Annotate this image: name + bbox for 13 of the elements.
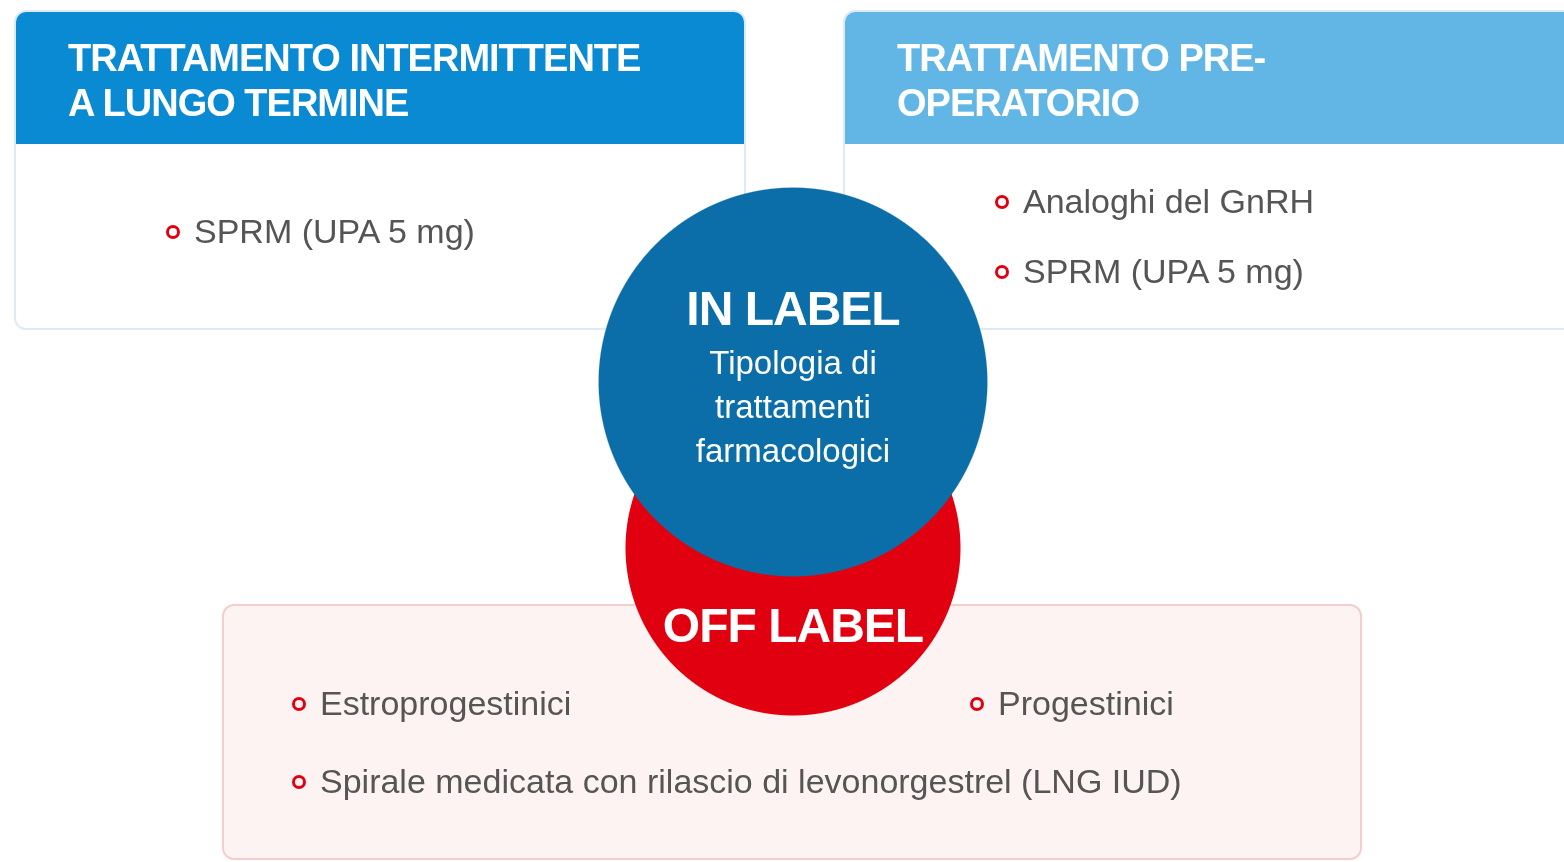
circle-title: OFF LABEL — [662, 598, 924, 654]
category-card — [14, 10, 746, 330]
list-item: SPRM (UPA 5 mg) — [1023, 252, 1304, 291]
list-item: Progestinici — [998, 684, 1174, 723]
list-item: SPRM (UPA 5 mg) — [194, 212, 475, 251]
card-title: TRATTAMENTO PRE-OPERATORIO — [897, 36, 1267, 126]
list-item: Spirale medicata con rilascio di levonorgestrel (LNG IUD) — [320, 762, 1182, 801]
list-item: Estroprogestinici — [320, 684, 572, 723]
circle-title: IN LABEL — [686, 281, 900, 337]
circle-subtitle: Tipologia di trattamenti farmacologici — [694, 343, 892, 471]
card-title: TRATTAMENTO INTERMITTENTE A LUNGO TERMINE — [68, 36, 642, 126]
off-label-panel — [222, 604, 1362, 860]
list-item: Analoghi del GnRH — [1023, 182, 1315, 221]
